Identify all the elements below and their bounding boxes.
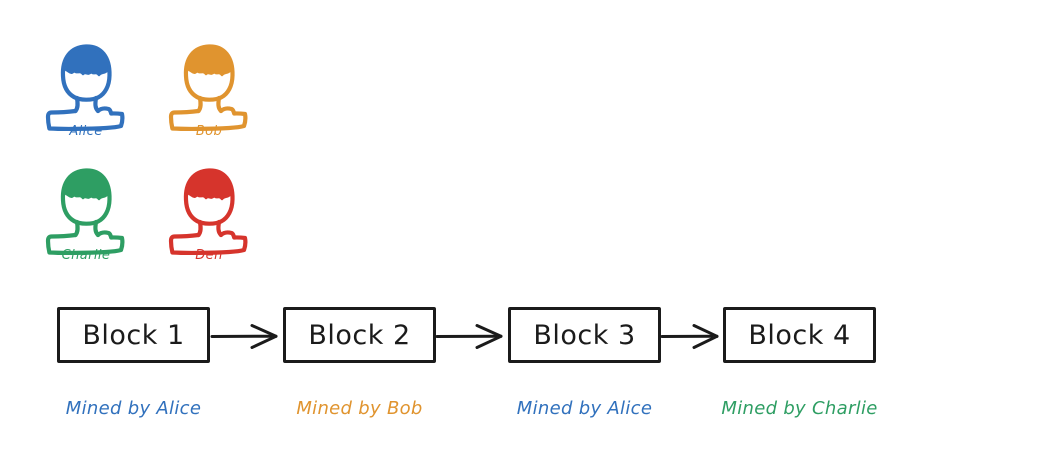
participant-avatar-alice[interactable]: Alice <box>40 32 132 152</box>
participant-avatar-den[interactable]: Den <box>163 156 255 276</box>
block-box-2[interactable]: Block 2 <box>283 307 436 363</box>
participant-avatar-charlie[interactable]: Charlie <box>40 156 132 276</box>
participant-label: Den <box>195 248 223 263</box>
block-label: Block 2 <box>308 319 411 351</box>
block-caption-4: Mined by Charlie <box>721 398 878 419</box>
arrow-block2-block3 <box>435 320 510 350</box>
block-box-3[interactable]: Block 3 <box>508 307 661 363</box>
participant-label: Charlie <box>61 248 111 263</box>
arrow-block1-block2 <box>210 320 285 350</box>
person-avatar-icon <box>168 168 248 256</box>
participant-label: Bob <box>195 124 223 139</box>
block-box-4[interactable]: Block 4 <box>723 307 876 363</box>
block-box-1[interactable]: Block 1 <box>57 307 210 363</box>
block-caption-3: Mined by Alice <box>516 398 653 419</box>
block-label: Block 1 <box>82 319 185 351</box>
person-avatar-icon <box>45 44 125 132</box>
block-caption-1: Mined by Alice <box>65 398 202 419</box>
participant-avatar-bob[interactable]: Bob <box>163 32 255 152</box>
block-label: Block 3 <box>533 319 636 351</box>
block-caption-2: Mined by Bob <box>296 398 423 419</box>
participant-label: Alice <box>69 124 103 139</box>
person-avatar-icon <box>168 44 248 132</box>
arrow-block3-block4 <box>660 320 725 350</box>
block-label: Block 4 <box>748 319 851 351</box>
person-avatar-icon <box>45 168 125 256</box>
